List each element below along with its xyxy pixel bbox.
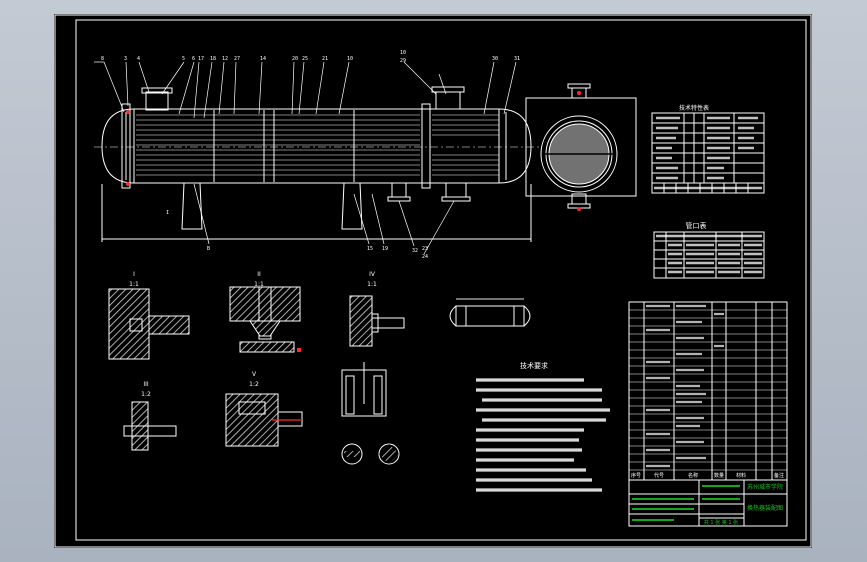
section-iii-scale: 1:2	[141, 391, 151, 398]
end-view	[525, 83, 637, 211]
school-name: 苏州城市学院	[747, 483, 783, 491]
section-ii-title: II	[257, 271, 261, 278]
callout-b: B	[207, 246, 210, 252]
saddle-left	[181, 182, 203, 230]
section-marker: I	[166, 210, 169, 216]
outer-border	[54, 14, 812, 548]
small-schematic	[449, 298, 531, 327]
nozzle-shell-inlet	[145, 91, 169, 111]
callout-14: 14	[260, 56, 266, 62]
technical-notes: 技术要求	[476, 361, 610, 492]
callout-12: 12	[222, 56, 228, 62]
callout-3: 3	[124, 56, 127, 62]
nozzle-tube-inlet	[445, 182, 467, 198]
left-head	[101, 108, 135, 184]
nozzle-table-title: 管口表	[686, 221, 707, 230]
callout-32: 32	[412, 248, 418, 254]
callout-10b: 10	[400, 50, 406, 56]
detail-bracket	[341, 362, 400, 465]
callout-6: 6	[192, 56, 195, 62]
right-head	[498, 108, 532, 184]
section-iii-title: III	[143, 381, 149, 388]
sheet-number: 共 1 张 第 1 张	[704, 519, 738, 526]
main-view	[94, 61, 539, 255]
callout-24: 24	[422, 254, 428, 260]
parts-list: 序号 代号 名称 数量 材料 备注	[628, 301, 788, 481]
left-flange	[121, 103, 131, 189]
callout-31: 31	[514, 56, 520, 62]
callout-20: 20	[292, 56, 298, 62]
tech-table-title: 技术特性表	[679, 104, 709, 112]
callout-27: 27	[234, 56, 240, 62]
callout-29: 29	[400, 58, 406, 64]
callout-23: 23	[422, 246, 428, 252]
right-flange	[421, 103, 431, 189]
callout-10a: 10	[347, 56, 353, 62]
drawing-canvas[interactable]: 8 3 4 5 6 17 18 12 27 14 20 25 21 10 10 …	[54, 14, 812, 548]
section-iii: III 1:2	[123, 381, 177, 451]
nozzle-table: 管口表	[653, 221, 765, 279]
callout-21: 21	[322, 56, 328, 62]
section-iv-title: IV	[369, 271, 376, 278]
callout-5: 5	[182, 56, 185, 62]
cad-drawing: 8 3 4 5 6 17 18 12 27 14 20 25 21 10 10 …	[54, 14, 812, 548]
section-i-scale: 1:1	[129, 281, 139, 288]
callout-4: 4	[137, 56, 140, 62]
saddle-right	[341, 182, 363, 230]
col-name: 名称	[688, 472, 698, 479]
callout-17: 17	[198, 56, 204, 62]
section-ii-scale: 1:1	[254, 281, 264, 288]
title-block: 苏州城市学院 换热器装配图 共 1 张 第 1 张	[628, 479, 788, 527]
section-v-scale: 1:2	[249, 381, 259, 388]
drawing-name: 换热器装配图	[747, 504, 783, 512]
col-no: 序号	[631, 472, 641, 479]
col-code: 代号	[654, 472, 664, 479]
notes-title: 技术要求	[520, 361, 548, 370]
callout-8: 8	[101, 56, 104, 62]
tech-table: 技术特性表	[651, 104, 765, 194]
inner-border	[75, 19, 807, 541]
tubesheet-outer	[540, 115, 618, 193]
callout-30: 30	[492, 56, 498, 62]
nozzle-shell-outlet	[391, 182, 407, 198]
tube-bundle	[136, 114, 499, 176]
col-remark: 备注	[774, 472, 784, 479]
section-i-title: I	[133, 271, 135, 278]
col-qty: 数量	[714, 472, 724, 479]
section-iv-scale: 1:1	[367, 281, 377, 288]
section-v-title: V	[252, 371, 257, 378]
nozzle-tube-outlet	[435, 91, 461, 110]
callout-15: 15	[367, 246, 373, 252]
callout-25: 25	[302, 56, 308, 62]
callouts-bottom: B 15 19 32 23 24 I	[166, 210, 428, 260]
callouts-top: 8 3 4 5 6 17 18 12 27 14 20 25 21 10 10 …	[101, 50, 520, 64]
section-iv: IV 1:1	[349, 271, 405, 347]
section-ii: II 1:1	[229, 271, 301, 353]
section-i: I 1:1	[108, 271, 190, 360]
callout-19: 19	[382, 246, 388, 252]
section-v: V 1:2	[225, 371, 303, 447]
callout-18: 18	[210, 56, 216, 62]
col-material: 材料	[736, 472, 746, 479]
